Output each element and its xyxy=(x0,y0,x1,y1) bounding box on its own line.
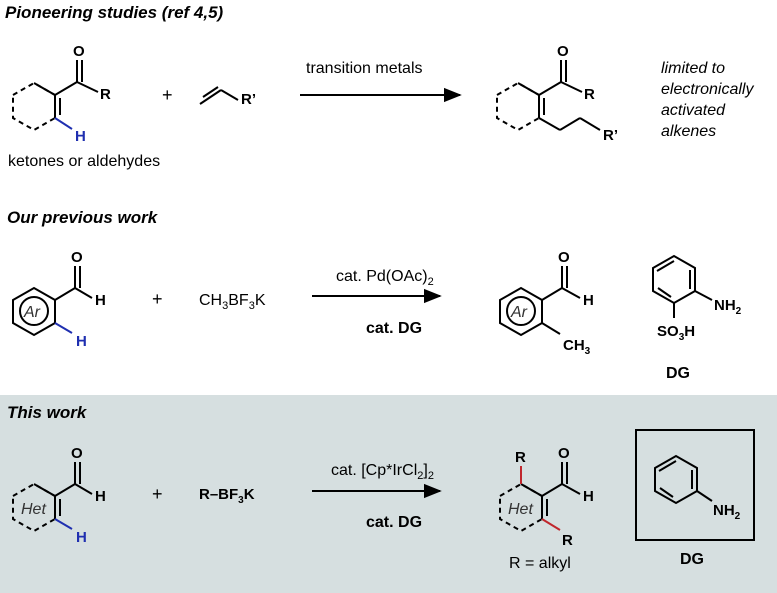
r-alkyl-note: R = alkyl xyxy=(509,555,571,572)
dg-box xyxy=(635,429,755,541)
substrate-label: ketones or aldehydes xyxy=(8,153,161,170)
section2-heading: Our previous work xyxy=(7,208,158,227)
dg-label-3: DG xyxy=(680,551,704,568)
svg-text:O: O xyxy=(558,249,570,266)
svg-text:O: O xyxy=(558,445,570,462)
svg-text:H: H xyxy=(76,333,87,350)
pd-text: cat. Pd(OAc) xyxy=(336,268,428,285)
svg-text:CH3: CH3 xyxy=(563,337,591,357)
svg-text:H: H xyxy=(583,488,594,505)
svg-text:R: R xyxy=(515,449,526,466)
substrate-3 xyxy=(12,462,93,533)
note-line-3: activated xyxy=(661,102,726,119)
atom-r: R xyxy=(100,86,111,103)
svg-text:H: H xyxy=(583,292,594,309)
section3-condition-bottom: cat. DG xyxy=(366,514,423,531)
svg-text:Ar: Ar xyxy=(510,304,528,321)
section2-condition-top: cat. Pd(OAc)2 xyxy=(336,268,434,288)
svg-text:Ar: Ar xyxy=(23,304,41,321)
substrate-2 xyxy=(12,266,93,337)
svg-text:+: + xyxy=(152,484,163,504)
svg-text:NH2: NH2 xyxy=(713,502,741,522)
product-3 xyxy=(499,462,581,533)
svg-text:R’: R’ xyxy=(603,127,618,144)
svg-text:H: H xyxy=(95,292,106,309)
alkene xyxy=(199,86,239,105)
dg-structure-2 xyxy=(652,254,713,318)
svg-text:R: R xyxy=(584,86,595,103)
methyl-trifluoroborate: CH3BF3K xyxy=(199,292,266,312)
substrate-1 xyxy=(12,60,99,132)
svg-text:H: H xyxy=(95,488,106,505)
svg-text:H: H xyxy=(76,529,87,546)
note-line-1: limited to xyxy=(661,60,726,77)
section1-heading: Pioneering studies (ref 4,5) xyxy=(5,3,224,22)
section3-condition-top: cat. [Cp*IrCl2]2 xyxy=(331,462,434,482)
atom-o: O xyxy=(73,43,85,60)
limitation-note: limited to electronically activated alke… xyxy=(661,58,753,142)
svg-text:NH2: NH2 xyxy=(714,297,742,317)
svg-text:SO3H: SO3H xyxy=(657,323,695,343)
svg-text:O: O xyxy=(71,445,83,462)
svg-text:Het: Het xyxy=(21,501,46,518)
dg-label-2: DG xyxy=(666,365,690,382)
alkyl-trifluoroborate: R–BF3K xyxy=(199,486,255,506)
svg-text:O: O xyxy=(71,249,83,266)
svg-text:+: + xyxy=(152,289,163,309)
svg-text:Het: Het xyxy=(508,501,533,518)
atom-h-blue: H xyxy=(75,128,86,145)
section2-condition-bottom: cat. DG xyxy=(366,320,423,337)
plus-1: + xyxy=(162,85,173,105)
this-work-panel xyxy=(0,395,777,593)
svg-text:R: R xyxy=(562,532,573,549)
note-line-4: alkenes xyxy=(661,123,717,140)
section1-condition: transition metals xyxy=(306,60,423,77)
dg-structure-3 xyxy=(654,454,713,505)
product-1 xyxy=(496,60,601,132)
svg-text:O: O xyxy=(557,43,569,60)
section3-heading: This work xyxy=(7,403,87,422)
note-line-2: electronically xyxy=(661,81,754,98)
product-2 xyxy=(499,266,581,337)
atom-rprime: R’ xyxy=(241,91,256,108)
